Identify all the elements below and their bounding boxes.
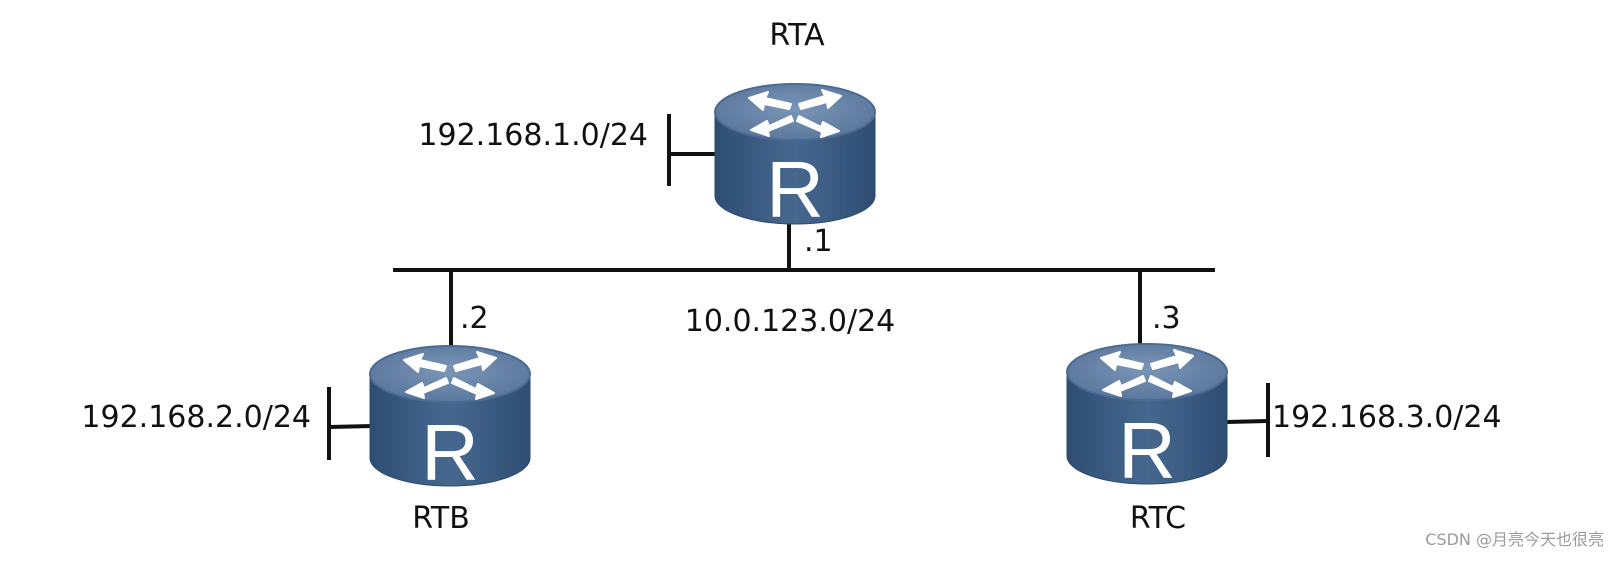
rtb-lan-stub — [328, 424, 373, 429]
router-name-rtc: RTC — [1130, 501, 1186, 536]
lan-label-rta: 192.168.1.0/24 — [418, 118, 648, 153]
router-rtb: R — [369, 345, 531, 497]
interface-label-rtc: .3 — [1152, 301, 1181, 336]
rtc-lan-stub — [1225, 419, 1269, 424]
watermark: CSDN @月亮今天也很亮 — [1425, 530, 1604, 549]
router-rtc: R — [1066, 343, 1228, 495]
router-glyph: R — [421, 408, 479, 497]
router-name-rtb: RTB — [412, 501, 470, 536]
lan-label-rtb: 192.168.2.0/24 — [81, 400, 311, 435]
lan-label-rtc: 192.168.3.0/24 — [1272, 400, 1502, 435]
router-name-rta: RTA — [769, 18, 825, 53]
router-rta: R — [714, 83, 876, 234]
interface-label-rtb: .2 — [460, 301, 489, 336]
interface-label-rta: .1 — [804, 224, 833, 259]
router-glyph: R — [1118, 406, 1176, 495]
segment-label: 10.0.123.0/24 — [685, 304, 896, 339]
network-links — [327, 114, 1270, 460]
router-glyph: R — [766, 145, 824, 234]
